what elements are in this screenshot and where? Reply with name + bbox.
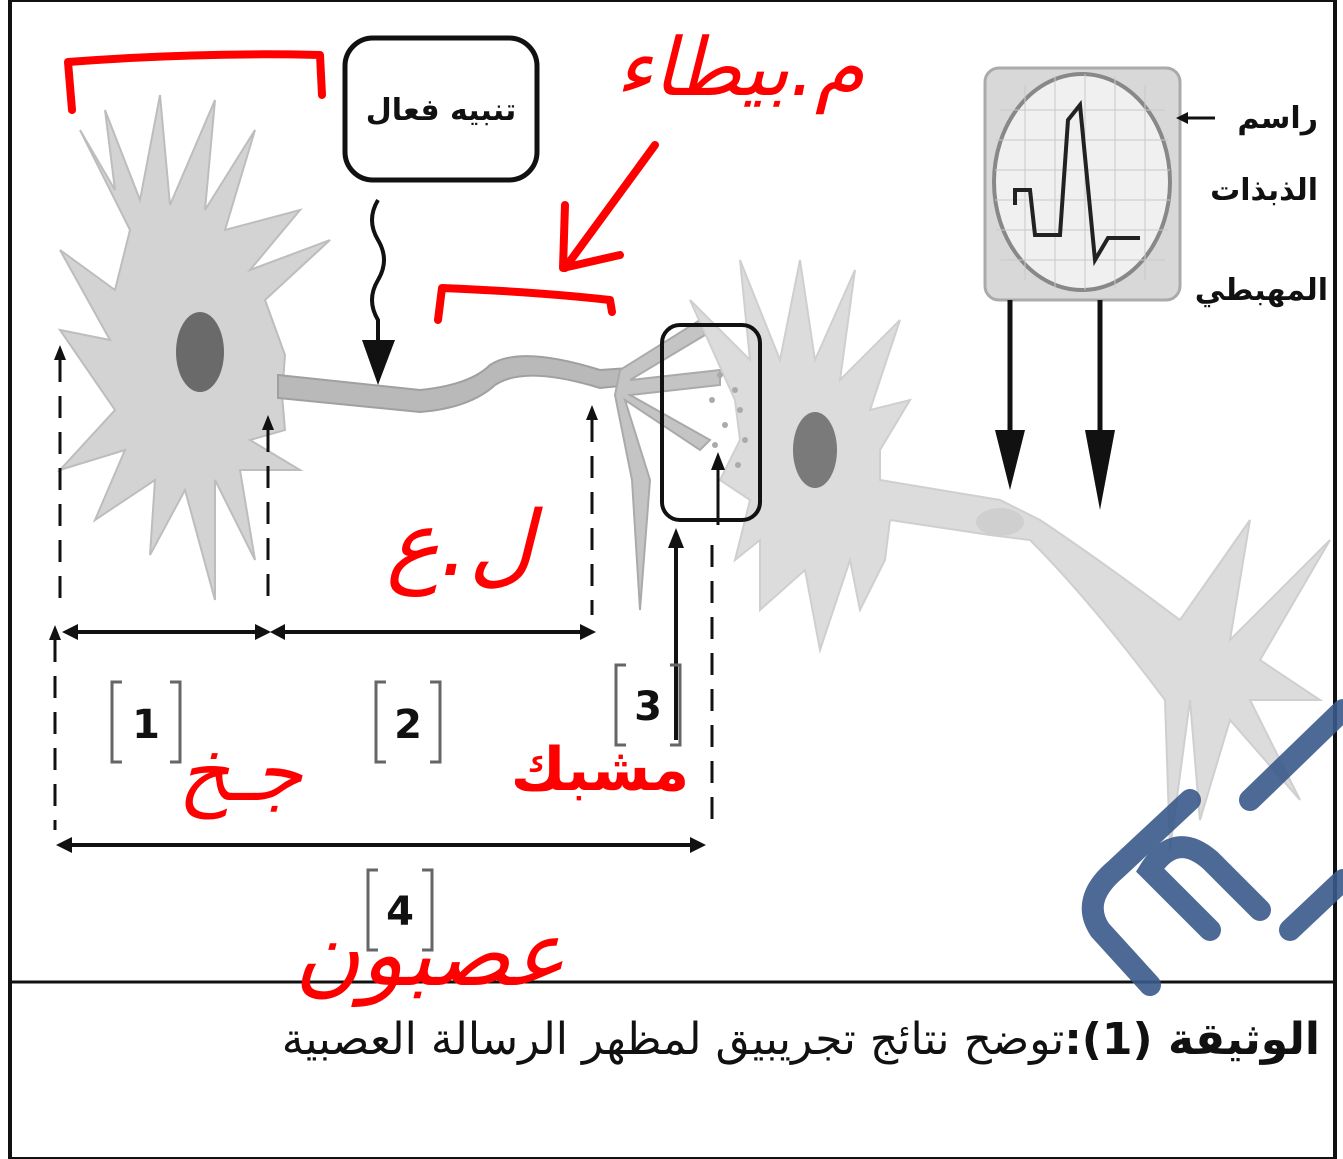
- handwritten-segment-1: جـخ: [178, 726, 303, 820]
- oscilloscope-grid: [995, 74, 1170, 290]
- synapse-arrows: [668, 452, 725, 740]
- oscilloscope-label-3: المهبطي: [1195, 273, 1328, 308]
- axon-1: [277, 355, 631, 414]
- caption-text: توضح نتائج تجريبيق لمظهر الرسالة العصبية: [281, 1014, 1065, 1065]
- stimulus-arrow-line: [370, 198, 386, 350]
- segment-number-1: 1: [132, 702, 160, 748]
- dimension-arrowheads: [56, 624, 706, 853]
- handwritten-top-label: م.بيطاء: [616, 21, 865, 115]
- stimulation-site: [976, 508, 1024, 536]
- oscilloscope-label-1: راسم: [1237, 101, 1318, 136]
- caption-prefix: الوثيقة (1):: [1064, 1014, 1320, 1065]
- segment-number-3: 3: [634, 684, 662, 730]
- figure-caption: الوثيقة (1):توضح نتائج تجريبيق لمظهر الر…: [0, 1000, 1320, 1080]
- neuron-2: [689, 259, 1331, 851]
- neuron-1: [56, 94, 721, 611]
- neuron-2-body: [689, 259, 1331, 851]
- segment-number-2: 2: [394, 702, 422, 748]
- nucleus-1: [176, 312, 224, 392]
- axon-terminals-1: [613, 318, 721, 611]
- handwritten-annotations: [64, 50, 659, 324]
- stimulus-box: [342, 35, 540, 183]
- segment-number-4: 4: [386, 889, 414, 935]
- handwritten-bracket-axon: [434, 284, 616, 324]
- action-potential-trace: [1013, 99, 1140, 267]
- dimension-arrows: [72, 630, 690, 847]
- guide-arrowheads: [49, 345, 598, 640]
- segment-brackets: [110, 663, 682, 952]
- synapse-box: [660, 323, 762, 522]
- handwritten-bracket-dendrites: [64, 50, 326, 114]
- oscilloscope-label-2: الذبذات: [1210, 173, 1318, 208]
- handwritten-segment-2: ل.ع: [386, 492, 543, 597]
- handwritten-arrow-head: [559, 201, 624, 272]
- handwritten-segment-4: عصبون: [294, 902, 566, 1007]
- label-pointer-head: [1176, 112, 1188, 124]
- electrode-probes: [995, 300, 1115, 510]
- watermark-logo: [1081, 699, 1343, 996]
- synaptic-vesicles: [709, 372, 748, 468]
- nucleus-2: [793, 412, 837, 488]
- stimulus-label: تنبيه فعال: [366, 93, 517, 128]
- handwritten-arrow-line: [561, 141, 659, 272]
- measurement-guides: [53, 360, 714, 830]
- stimulus-arrow-head: [362, 340, 395, 385]
- handwritten-segment-3: مشبك: [511, 735, 690, 805]
